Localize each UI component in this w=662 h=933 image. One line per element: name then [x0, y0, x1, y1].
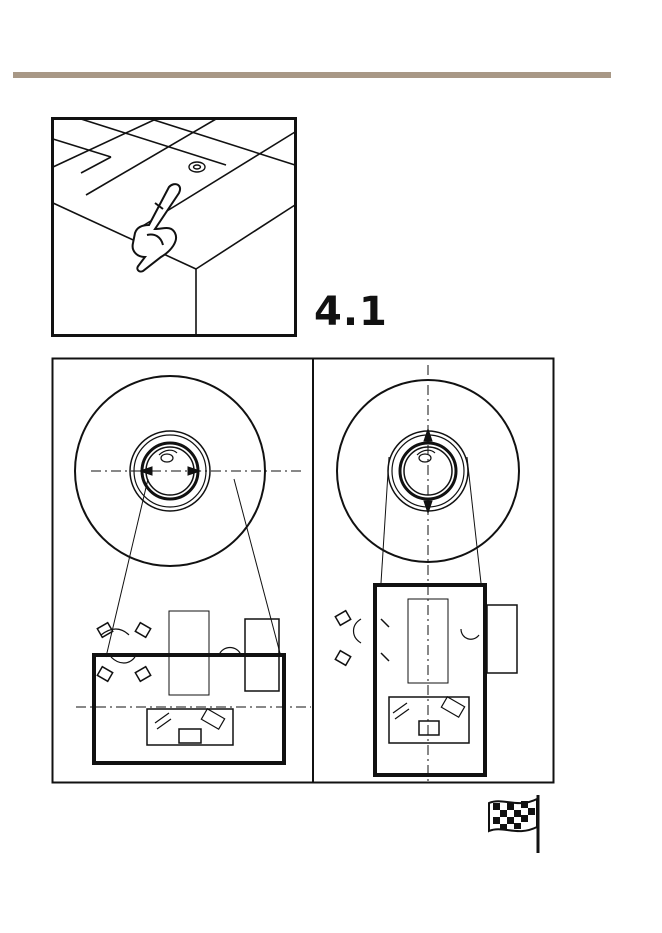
header-rule: [13, 72, 611, 78]
finish-flag-icon: [485, 793, 545, 855]
step-number: 4.1: [314, 292, 388, 332]
orientation-diagram: [51, 357, 555, 784]
ceiling-tap-illustration: [51, 117, 297, 337]
